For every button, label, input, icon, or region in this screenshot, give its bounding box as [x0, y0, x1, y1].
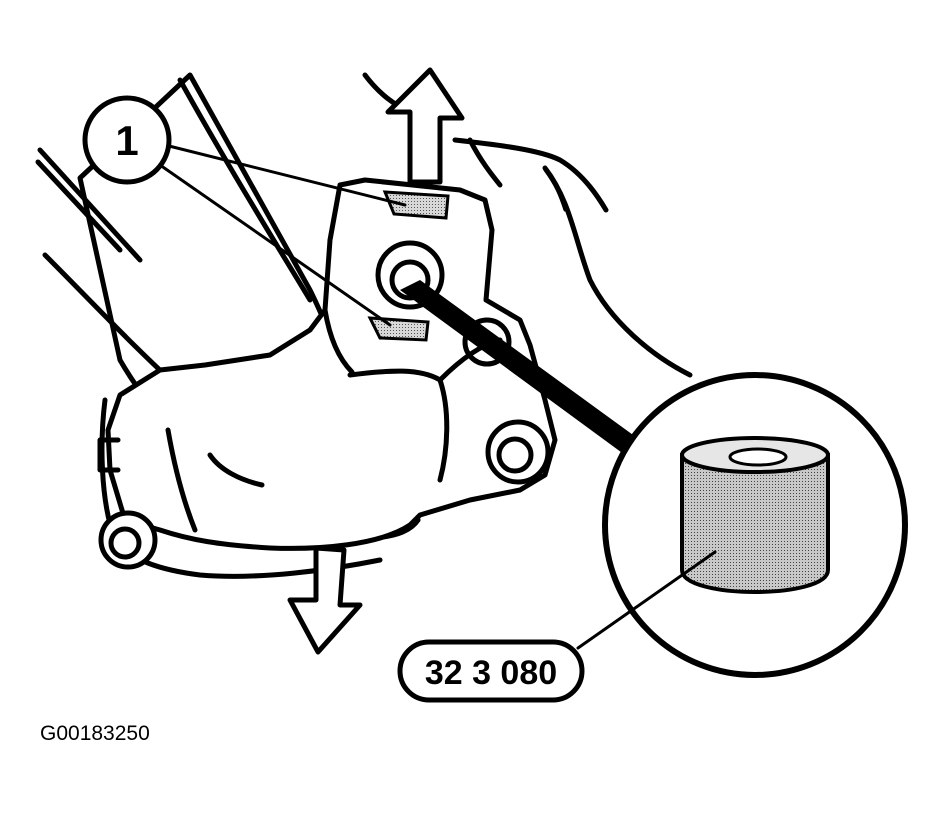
arrow-down-icon — [287, 545, 363, 655]
magnifier-leader — [400, 280, 640, 455]
callout-1: 1 — [82, 95, 407, 327]
detail-magnifier — [602, 372, 908, 678]
bolt-left — [98, 510, 158, 570]
tool-part-number: 32 3 080 — [425, 654, 557, 692]
bolt-hole — [462, 317, 512, 367]
part-number-tag: 32 3 080 — [397, 550, 717, 703]
bracket-wedges — [367, 190, 450, 342]
figure-id: G00183250 — [40, 722, 150, 745]
callout-number: 1 — [115, 117, 138, 164]
bolt-right — [485, 419, 551, 485]
tool-sleeve — [680, 453, 830, 595]
arrow-up-icon — [385, 67, 465, 185]
